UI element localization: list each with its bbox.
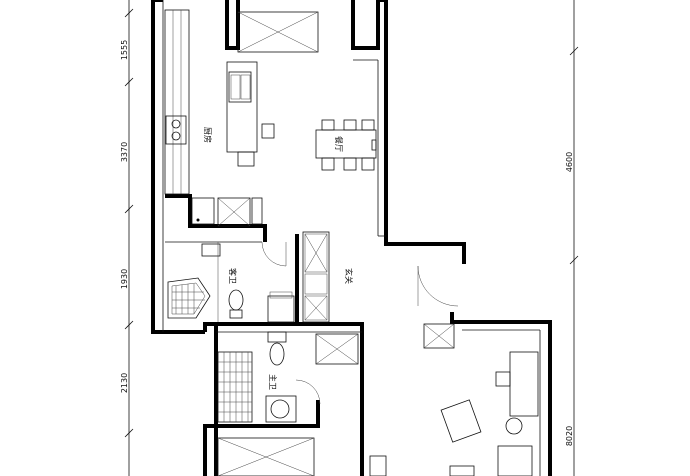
dim-left-3370: 3370 [120, 142, 129, 162]
room-label-guest-bath: 客卫 [228, 268, 238, 284]
entry-door [417, 265, 459, 307]
guest-bathroom [165, 241, 262, 322]
right-room-furniture [369, 323, 539, 476]
foyer-cabinet [267, 231, 330, 323]
wardrobe [217, 437, 315, 476]
right-dimension-chain: 4600 8020 [565, 0, 579, 476]
master-bathroom [217, 331, 297, 423]
dim-left-2130: 2130 [120, 373, 129, 393]
left-dimension-chain: 1555 3370 1930 2130 [120, 0, 134, 476]
kitchen-counter [164, 9, 319, 195]
dim-left-1930: 1930 [120, 269, 129, 289]
dim-left-1555: 1555 [120, 40, 129, 60]
room-label-dining: 餐厅 [334, 136, 343, 152]
stove-icon [165, 115, 187, 145]
guest-bath-door [261, 241, 287, 267]
dining-table [315, 119, 377, 171]
dim-right-8020: 8020 [565, 426, 574, 446]
laundry-appliance [191, 197, 263, 227]
dim-right-4600: 4600 [565, 152, 574, 172]
walls [151, 0, 552, 476]
master-bath-door [295, 379, 321, 405]
room-label-master-bath: 主卫 [268, 374, 278, 390]
hall-cabinet [315, 333, 359, 365]
room-label-kitchen: 厨房 [203, 127, 213, 143]
room-label-foyer: 玄关 [344, 268, 354, 284]
kitchen-island [226, 61, 275, 167]
